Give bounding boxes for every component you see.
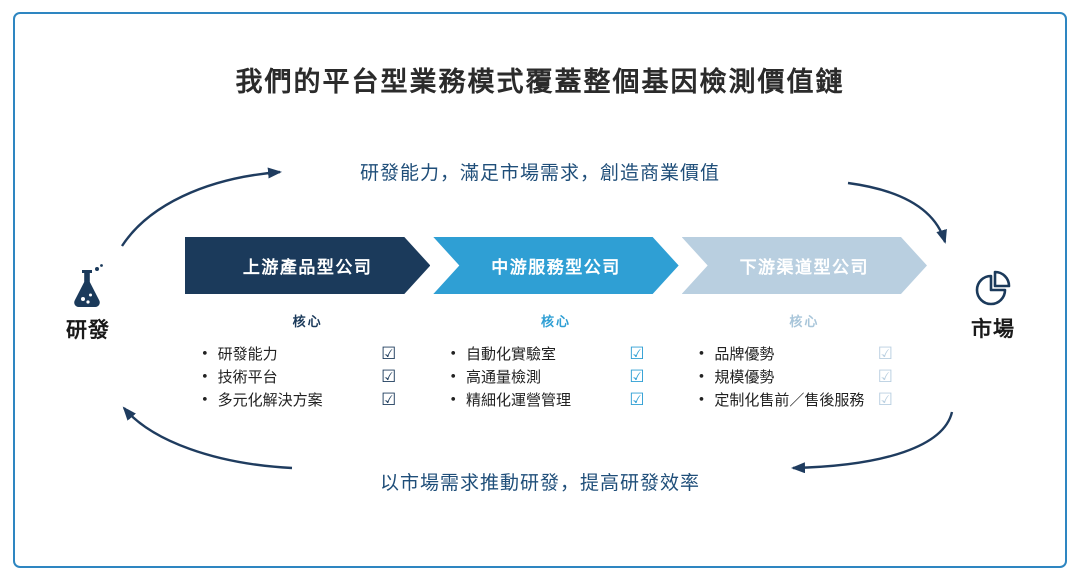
checkbox-icon: ☑ — [629, 367, 645, 387]
checkbox-icon: ☑ — [877, 344, 893, 364]
item-text: 規模優勢 — [714, 368, 775, 386]
item-text: 品牌優勢 — [714, 345, 775, 363]
flask-icon — [74, 264, 103, 307]
column-midstream: 中游服務型公司 核心 • 自動化實驗室 ☑ • 高通量檢測 ☑ • 精細化運營管… — [433, 237, 678, 412]
item-text: 高通量檢測 — [466, 368, 542, 386]
bullet-icon: • — [697, 393, 706, 408]
arrow-bottom-left — [122, 406, 293, 470]
market-node: 市場 — [958, 268, 1028, 343]
bullet-icon: • — [201, 347, 209, 362]
list-item: • 規模優勢 ☑ — [698, 366, 893, 389]
banner-downstream: 下游渠道型公司 — [682, 237, 927, 294]
checkbox-icon: ☑ — [381, 390, 397, 410]
bottom-flow-caption: 以市場需求推動研發，提高研發效率 — [379, 472, 700, 494]
diagram-title: 我們的平台型業務模式覆蓋整個基因檢測價值鏈 — [235, 67, 845, 97]
checkbox-icon: ☑ — [381, 367, 397, 387]
item-text: 精細化運營管理 — [466, 391, 572, 409]
market-label: 市場 — [971, 318, 1015, 341]
pie-chart-icon — [975, 270, 1011, 306]
checkbox-icon: ☑ — [629, 344, 645, 364]
list-item: • 多元化解決方案 ☑ — [201, 389, 396, 412]
column-downstream: 下游渠道型公司 核心 • 品牌優勢 ☑ • 規模優勢 ☑ • 定制化售前／售後服… — [682, 237, 927, 412]
checkbox-icon: ☑ — [629, 390, 645, 410]
banner-upstream: 上游產品型公司 — [185, 237, 430, 294]
checkbox-icon: ☑ — [877, 390, 893, 410]
item-text: 定制化售前／售後服務 — [714, 391, 865, 409]
item-text: 自動化實驗室 — [466, 345, 557, 363]
list-item: • 定制化售前／售後服務 ☑ — [698, 389, 893, 412]
midstream-item-list: • 自動化實驗室 ☑ • 高通量檢測 ☑ • 精細化運營管理 ☑ — [433, 343, 678, 412]
rnd-label: 研發 — [66, 319, 110, 342]
downstream-item-list: • 品牌優勢 ☑ • 規模優勢 ☑ • 定制化售前／售後服務 ☑ — [682, 343, 927, 412]
arrow-bottom-right — [791, 411, 954, 474]
item-text: 研發能力 — [217, 345, 278, 363]
list-item: • 自動化實驗室 ☑ — [449, 343, 644, 366]
bullet-icon: • — [201, 370, 209, 385]
rnd-node: 研發 — [53, 263, 123, 344]
bullet-icon: • — [697, 347, 706, 362]
checkbox-icon: ☑ — [381, 344, 397, 364]
list-item: • 品牌優勢 ☑ — [698, 343, 893, 366]
value-chain-columns: 上游產品型公司 核心 • 研發能力 ☑ • 技術平台 ☑ • 多元化解決方案 ☑ — [185, 237, 927, 412]
bullet-icon: • — [449, 393, 457, 408]
checkbox-icon: ☑ — [877, 367, 893, 387]
list-item: • 技術平台 ☑ — [201, 366, 396, 389]
bullet-icon: • — [449, 370, 457, 385]
list-item: • 精細化運營管理 ☑ — [449, 389, 644, 412]
column-upstream: 上游產品型公司 核心 • 研發能力 ☑ • 技術平台 ☑ • 多元化解決方案 ☑ — [185, 237, 430, 412]
upstream-item-list: • 研發能力 ☑ • 技術平台 ☑ • 多元化解決方案 ☑ — [185, 343, 430, 412]
arrow-top-right — [847, 181, 947, 244]
core-label-downstream: 核心 — [789, 314, 820, 329]
banner-midstream: 中游服務型公司 — [433, 237, 678, 294]
bullet-icon: • — [449, 347, 457, 362]
top-flow-caption: 研發能力，滿足市場需求，創造商業價值 — [359, 162, 720, 184]
bullet-icon: • — [697, 370, 706, 385]
core-label-midstream: 核心 — [540, 314, 571, 329]
item-text: 多元化解決方案 — [217, 391, 323, 409]
core-label-upstream: 核心 — [292, 314, 323, 329]
list-item: • 高通量檢測 ☑ — [449, 366, 644, 389]
item-text: 技術平台 — [217, 368, 278, 386]
list-item: • 研發能力 ☑ — [201, 343, 396, 366]
bullet-icon: • — [201, 393, 209, 408]
